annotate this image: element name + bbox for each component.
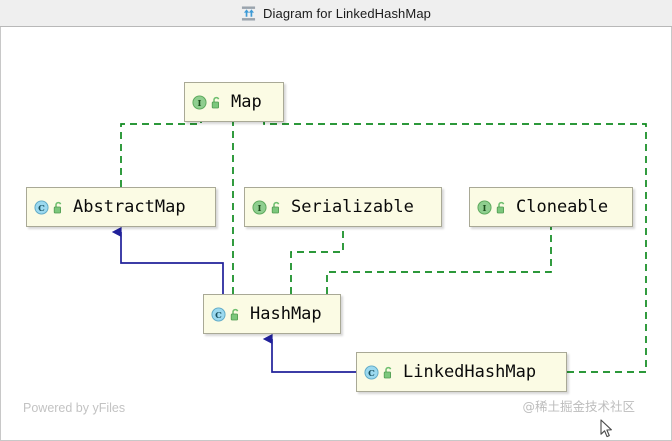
unlocked-green-icon <box>230 308 239 320</box>
edge-linkedhashmap-to-hashmap <box>262 333 356 373</box>
node-label: Serializable <box>291 196 414 217</box>
node-map[interactable]: I Map <box>184 82 284 122</box>
unlocked-green-icon <box>211 96 220 108</box>
node-label: HashMap <box>250 303 322 324</box>
svg-text:C: C <box>38 202 45 212</box>
interface-badge-icon: I <box>192 94 207 110</box>
node-serializable[interactable]: I Serializable <box>244 187 442 227</box>
interface-badge-icon: I <box>477 199 492 215</box>
diagram-canvas[interactable]: I Map C AbstractMap I <box>0 27 672 441</box>
unlocked-green-icon <box>383 366 392 378</box>
unlocked-green-icon <box>271 201 280 213</box>
yfiles-watermark: Powered by yFiles <box>23 401 126 415</box>
unlocked-green-icon <box>53 201 62 213</box>
svg-text:I: I <box>258 202 262 212</box>
class-badge-icon: C <box>364 364 379 380</box>
hierarchy-diagram-icon <box>241 5 256 21</box>
node-label: LinkedHashMap <box>403 361 537 382</box>
node-label: Cloneable <box>516 196 609 217</box>
community-watermark: @稀土掘金技术社区 <box>522 399 635 414</box>
interface-badge-icon: I <box>252 199 267 215</box>
unlocked-green-icon <box>496 201 505 213</box>
node-label: AbstractMap <box>73 196 186 217</box>
svg-text:C: C <box>215 309 222 319</box>
node-abstractmap[interactable]: C AbstractMap <box>26 187 216 227</box>
node-hashmap[interactable]: C HashMap <box>203 294 341 334</box>
node-cloneable[interactable]: I Cloneable <box>469 187 633 227</box>
svg-text:I: I <box>483 202 487 212</box>
edge-hashmap-to-abstractmap <box>111 226 224 294</box>
svg-text:C: C <box>368 367 375 377</box>
edge-layer <box>111 99 647 373</box>
node-label: Map <box>231 91 262 112</box>
window-title: Diagram for LinkedHashMap <box>263 5 431 21</box>
class-badge-icon: C <box>211 306 226 322</box>
node-linkedhashmap[interactable]: C LinkedHashMap <box>356 352 567 392</box>
window-title-bar: Diagram for LinkedHashMap <box>0 0 672 27</box>
class-badge-icon: C <box>34 199 49 215</box>
svg-text:I: I <box>198 97 202 107</box>
